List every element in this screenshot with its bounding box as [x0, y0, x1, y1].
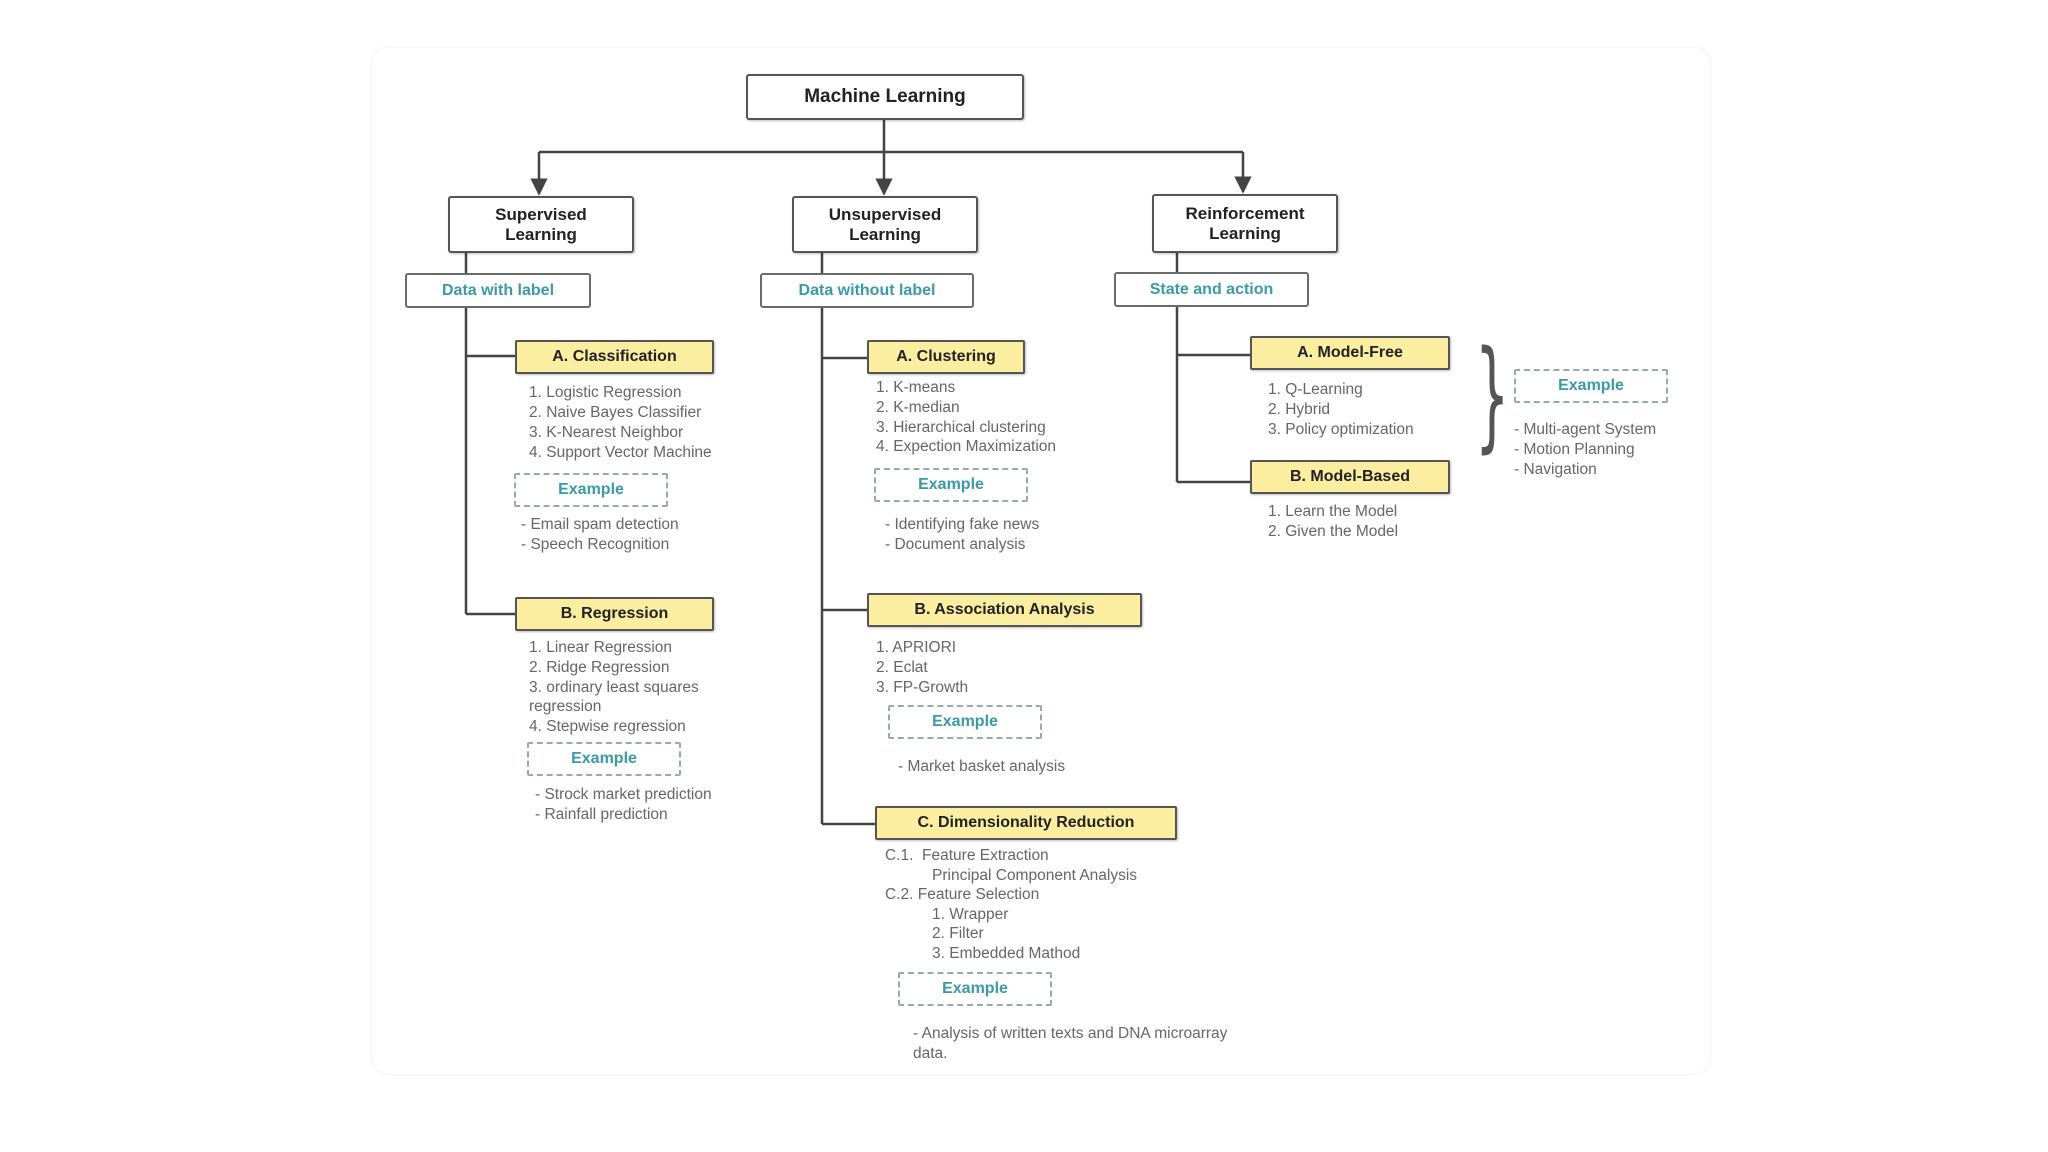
- root-title: Machine Learning: [804, 86, 966, 107]
- dimensionality-reduction-node: C. Dimensionality Reduction: [875, 806, 1177, 840]
- regression-example: - Rainfall prediction: [535, 806, 668, 823]
- classification-node: A. Classification: [515, 340, 714, 374]
- reinforcement-title-line2: Learning: [1209, 223, 1281, 243]
- classification-example-box: Example: [514, 473, 668, 507]
- example-label: Example: [571, 750, 637, 767]
- association-example-box: Example: [888, 705, 1042, 739]
- example-label: Example: [932, 713, 998, 730]
- unsupervised-label-text: Data without label: [798, 281, 936, 299]
- dimensionality-item: C.1. Feature Extraction: [885, 847, 1049, 864]
- classification-item: 3. K-Nearest Neighbor: [529, 424, 684, 441]
- example-label: Example: [1558, 377, 1624, 394]
- regression-item: regression: [529, 698, 602, 715]
- regression-item: 4. Stepwise regression: [529, 718, 686, 735]
- clustering-title: A. Clustering: [896, 348, 996, 365]
- clustering-example: - Identifying fake news: [885, 516, 1040, 533]
- example-label: Example: [942, 980, 1008, 997]
- example-label: Example: [918, 476, 984, 493]
- supervised-label-text: Data with label: [441, 281, 555, 299]
- supervised-title-line1: Supervised: [495, 204, 587, 224]
- supervised-data-label: Data with label: [405, 273, 591, 308]
- reinforcement-title-line1: Reinforcement: [1185, 203, 1305, 223]
- model-free-item: 2. Hybrid: [1268, 401, 1331, 418]
- association-title: B. Association Analysis: [914, 601, 1095, 618]
- regression-example: - Strock market prediction: [535, 786, 712, 803]
- classification-example: - Email spam detection: [521, 516, 679, 533]
- clustering-example-box: Example: [874, 468, 1028, 502]
- clustering-item: 2. K-median: [876, 399, 960, 416]
- example-label: Example: [558, 481, 624, 498]
- regression-title: B. Regression: [560, 605, 669, 622]
- dimensionality-example: data.: [913, 1045, 948, 1062]
- regression-example-box: Example: [527, 742, 681, 776]
- reinforcement-learning-node: Reinforcement Learning: [1152, 194, 1338, 253]
- reinforcement-example: - Multi-agent System: [1514, 421, 1657, 438]
- association-example: - Market basket analysis: [898, 758, 1066, 775]
- dimensionality-item: C.2. Feature Selection: [885, 886, 1040, 903]
- unsupervised-data-label: Data without label: [760, 273, 974, 308]
- model-based-item: 2. Given the Model: [1268, 523, 1399, 540]
- association-item: 3. FP-Growth: [876, 679, 969, 696]
- reinforcement-example: - Motion Planning: [1514, 441, 1635, 458]
- regression-item: 1. Linear Regression: [529, 639, 673, 656]
- unsupervised-title-line2: Learning: [849, 224, 921, 244]
- unsupervised-title-line1: Unsupervised: [828, 204, 942, 224]
- association-item: 1. APRIORI: [876, 639, 957, 656]
- clustering-example: - Document analysis: [885, 536, 1026, 553]
- dimensionality-item: Principal Component Analysis: [932, 867, 1138, 884]
- model-based-node: B. Model-Based: [1250, 460, 1450, 494]
- model-based-title: B. Model-Based: [1289, 468, 1410, 485]
- classification-item: 2. Naive Bayes Classifier: [529, 404, 702, 421]
- dimensionality-item: 2. Filter: [932, 925, 984, 942]
- dimensionality-item: 3. Embedded Mathod: [932, 945, 1081, 962]
- clustering-item: 4. Expection Maximization: [876, 438, 1057, 455]
- classification-item: 4. Support Vector Machine: [529, 444, 712, 461]
- classification-item: 1. Logistic Regression: [529, 384, 682, 401]
- association-item: 2. Eclat: [876, 659, 928, 676]
- model-based-item: 1. Learn the Model: [1268, 503, 1398, 520]
- supervised-learning-node: Supervised Learning: [448, 196, 634, 253]
- model-free-item: 1. Q-Learning: [1268, 381, 1363, 398]
- reinforcement-data-label: State and action: [1114, 272, 1309, 307]
- regression-item: 2. Ridge Regression: [529, 659, 670, 676]
- classification-title: A. Classification: [552, 348, 677, 365]
- reinforcement-example: - Navigation: [1514, 461, 1597, 478]
- model-free-item: 3. Policy optimization: [1268, 421, 1414, 438]
- regression-node: B. Regression: [515, 597, 714, 631]
- dimensionality-title: C. Dimensionality Reduction: [917, 814, 1135, 831]
- dimensionality-example: - Analysis of written texts and DNA micr…: [913, 1025, 1228, 1042]
- model-free-node: A. Model-Free: [1250, 336, 1450, 370]
- clustering-node: A. Clustering: [867, 340, 1025, 374]
- reinforcement-example-box: Example: [1514, 369, 1668, 403]
- dimensionality-example-box: Example: [898, 972, 1052, 1006]
- reinforcement-label-text: State and action: [1149, 280, 1274, 298]
- association-analysis-node: B. Association Analysis: [867, 593, 1142, 627]
- clustering-item: 1. K-means: [876, 379, 956, 396]
- unsupervised-learning-node: Unsupervised Learning: [792, 196, 978, 253]
- model-free-title: A. Model-Free: [1297, 344, 1403, 361]
- regression-item: 3. ordinary least squares: [529, 679, 699, 696]
- root-node: Machine Learning: [746, 74, 1024, 120]
- classification-example: - Speech Recognition: [521, 536, 670, 553]
- clustering-item: 3. Hierarchical clustering: [876, 419, 1046, 436]
- supervised-title-line2: Learning: [505, 224, 577, 244]
- right-brace-icon: }: [1475, 326, 1510, 465]
- dimensionality-item: 1. Wrapper: [932, 906, 1009, 923]
